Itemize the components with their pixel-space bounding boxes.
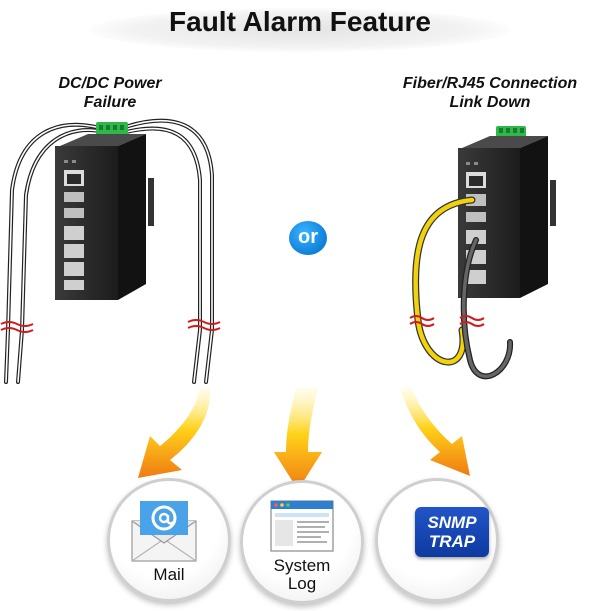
- arrow-to-snmp-trap: [400, 388, 470, 476]
- system-log-label: System Log: [243, 557, 361, 593]
- sfp-port: [466, 212, 486, 222]
- fiber-cable: [412, 196, 476, 366]
- arrow-to-mail: [138, 388, 211, 478]
- sfp-port: [64, 208, 84, 218]
- rj45-port: [466, 230, 486, 244]
- power-failure-caption-line1: DC/DC Power: [58, 75, 162, 92]
- switch-front-panel: [55, 146, 118, 300]
- system-log-label-line2: Log: [287, 574, 317, 593]
- sfp-port: [64, 192, 84, 202]
- title-backdrop: [90, 8, 510, 52]
- rj45-port: [466, 270, 486, 284]
- power-failure-caption: DC/DC Power Failure: [40, 74, 180, 112]
- link-down-caption-line1: Fiber/RJ45 Connection: [402, 75, 578, 92]
- snmp-label: SNMP: [427, 513, 477, 532]
- link-down-caption: Fiber/RJ45 Connection Link Down: [380, 74, 600, 112]
- arrow-to-system-log: [274, 388, 322, 490]
- power-cables: [4, 118, 214, 384]
- rj45-cable: [460, 237, 514, 380]
- link-down-caption-line2: Link Down: [449, 94, 531, 111]
- rj45-port: [64, 244, 84, 258]
- or-badge: or: [289, 221, 327, 255]
- left-switch-device: [55, 122, 154, 300]
- power-failure-caption-line2: Failure: [83, 94, 137, 111]
- rj45-port: [64, 262, 84, 276]
- log-window-icon: [270, 500, 334, 552]
- rj45-port: [64, 280, 84, 290]
- system-log-label-line1: System: [273, 556, 331, 575]
- envelope-at-icon: [131, 501, 197, 562]
- mail-output: Mail: [107, 478, 231, 602]
- trap-label: TRAP: [428, 532, 476, 551]
- cable-break-marks: [409, 315, 485, 327]
- page-title: Fault Alarm Feature: [169, 6, 431, 37]
- mail-label: Mail: [153, 565, 185, 584]
- right-switch-device: [458, 126, 556, 298]
- system-log-output: System Log: [240, 480, 364, 604]
- rj45-port: [64, 226, 84, 240]
- snmp-trap-output: SNMP TRAP: [375, 478, 499, 602]
- cable-break-marks: [0, 319, 221, 333]
- snmp-trap-icon: SNMP TRAP: [415, 507, 489, 557]
